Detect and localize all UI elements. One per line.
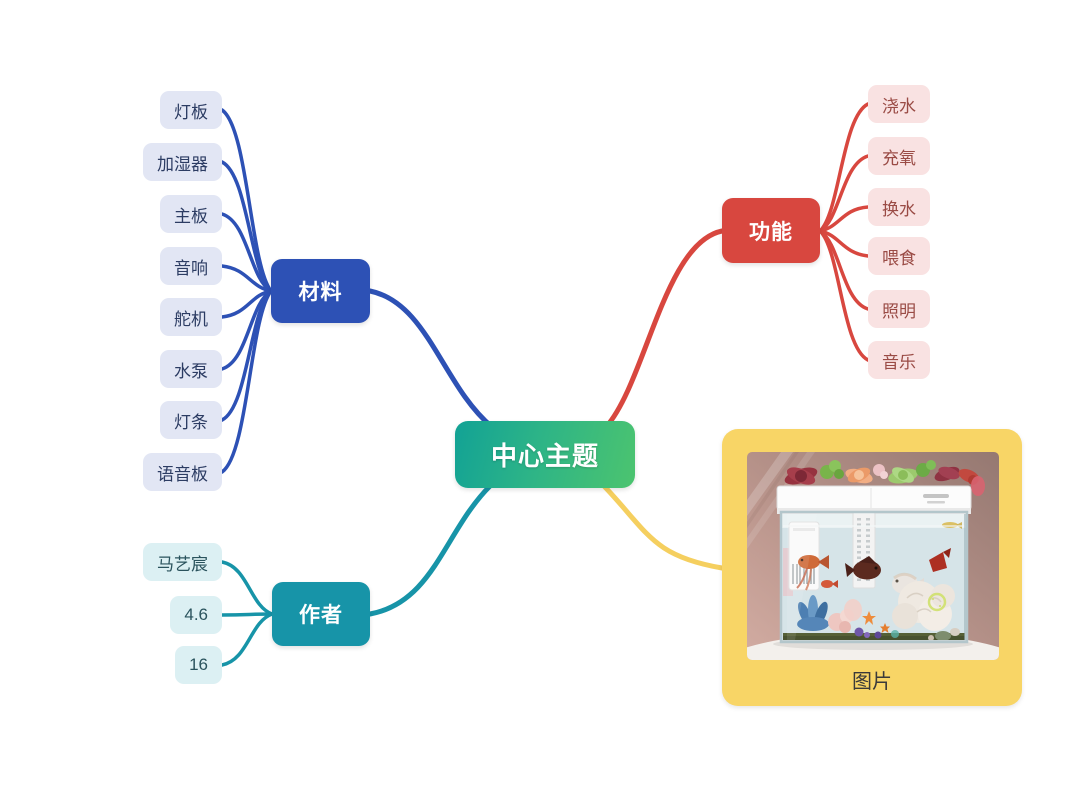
link-center-materials <box>367 288 495 430</box>
link-functions-child-1 <box>818 154 870 233</box>
child-node-value-4-6[interactable]: 4.6 <box>170 596 222 634</box>
link-functions-child-3 <box>818 229 870 258</box>
child-node-humidifier[interactable]: 加湿器 <box>143 143 222 181</box>
child-node-lighting[interactable]: 照明 <box>868 290 930 328</box>
link-materials-child-6 <box>220 289 273 422</box>
corals <box>797 581 960 641</box>
child-node-water-pump[interactable]: 水泵 <box>160 350 222 388</box>
child-label: 马艺宸 <box>157 554 208 574</box>
child-label: 音响 <box>174 258 208 278</box>
child-label: 加湿器 <box>157 154 208 174</box>
link-materials-child-7 <box>220 289 273 474</box>
child-label: 主板 <box>174 206 208 226</box>
link-materials-child-3 <box>220 264 273 293</box>
link-materials-child-1 <box>220 160 273 293</box>
link-materials-child-5 <box>220 289 273 371</box>
child-label: 浇水 <box>882 96 916 116</box>
link-author-child-1 <box>220 612 274 617</box>
center-topic-label: 中心主题 <box>490 441 599 471</box>
child-label: 照明 <box>882 301 916 321</box>
child-label: 舵机 <box>174 309 208 329</box>
child-label: 音乐 <box>882 352 916 372</box>
child-node-speaker[interactable]: 音响 <box>160 247 222 285</box>
child-label: 语音板 <box>157 464 208 484</box>
child-label: 充氧 <box>882 148 916 168</box>
center-topic-node[interactable]: 中心主题 <box>455 421 635 488</box>
picture-node-label: 图片 <box>852 671 892 693</box>
link-center-picture <box>601 483 725 571</box>
branch-label-materials: 材料 <box>298 281 343 304</box>
fish-tank-photo <box>747 452 999 660</box>
link-functions-child-4 <box>818 229 870 311</box>
child-node-value-16[interactable]: 16 <box>175 646 222 684</box>
child-node-light-strip[interactable]: 灯条 <box>160 401 222 439</box>
child-label: 喂食 <box>882 248 916 268</box>
child-label: 4.6 <box>184 605 208 624</box>
child-node-watering[interactable]: 浇水 <box>868 85 930 123</box>
link-materials-child-0 <box>220 108 273 293</box>
link-center-functions <box>603 228 725 430</box>
child-node-feeding[interactable]: 喂食 <box>868 237 930 275</box>
child-node-music[interactable]: 音乐 <box>868 341 930 379</box>
child-node-lamp-board[interactable]: 灯板 <box>160 91 222 129</box>
branch-node-functions[interactable]: 功能 <box>722 198 820 263</box>
branch-label-author: 作者 <box>299 604 343 627</box>
link-functions-child-0 <box>818 102 870 233</box>
child-label: 16 <box>189 655 208 674</box>
branch-label-functions: 功能 <box>749 220 793 244</box>
link-center-author <box>367 483 493 617</box>
child-node-water-change[interactable]: 换水 <box>868 188 930 226</box>
child-node-oxygenation[interactable]: 充氧 <box>868 137 930 175</box>
child-label: 灯条 <box>174 412 208 432</box>
link-materials-child-4 <box>220 289 273 319</box>
child-label: 换水 <box>882 199 916 219</box>
link-author-child-0 <box>220 560 274 616</box>
child-label: 水泵 <box>174 361 208 381</box>
child-node-voice-board[interactable]: 语音板 <box>143 453 222 491</box>
picture-node[interactable]: 图片 <box>722 429 1022 706</box>
link-author-child-2 <box>220 612 274 667</box>
link-functions-child-5 <box>818 229 870 362</box>
child-label: 灯板 <box>174 102 208 122</box>
branch-node-materials[interactable]: 材料 <box>271 259 370 323</box>
child-node-servo[interactable]: 舵机 <box>160 298 222 336</box>
succulents <box>784 460 985 496</box>
child-node-author-name[interactable]: 马艺宸 <box>143 543 222 581</box>
child-node-mainboard[interactable]: 主板 <box>160 195 222 233</box>
link-functions-child-2 <box>818 205 870 233</box>
branch-node-author[interactable]: 作者 <box>272 582 370 646</box>
link-materials-child-2 <box>220 212 273 293</box>
